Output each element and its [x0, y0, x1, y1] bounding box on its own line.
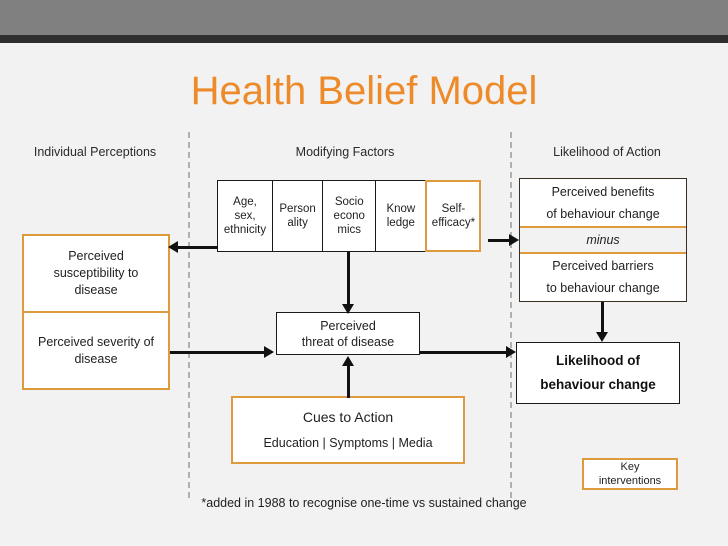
column-heading-modifying-factors: Modifying Factors [295, 145, 395, 159]
outcome-line-2: behaviour change [540, 377, 656, 392]
column-heading-likelihood-of-action: Likelihood of Action [553, 145, 661, 159]
page-title: Health Belief Model [190, 69, 538, 113]
cues-subtitle: Education | Symptoms | Media [263, 436, 433, 450]
box-perceived-benefits[interactable]: Perceived benefits of behaviour change [520, 179, 686, 226]
viewer-top-bar-shadow [0, 35, 728, 43]
benefits-minus-barriers-stack: Perceived benefits of behaviour change m… [519, 178, 687, 302]
benefits-line-1: Perceived benefits [551, 184, 655, 199]
legend-line-2: interventions [598, 475, 662, 487]
benefits-line-2: of behaviour change [546, 206, 660, 221]
outcome-line-1: Likelihood of [556, 353, 640, 368]
barriers-line-2: to behaviour change [546, 281, 660, 296]
legend-line-1: Key [620, 461, 640, 473]
footnote: *added in 1988 to recognise one-time vs … [201, 496, 527, 510]
viewer-top-bar [0, 0, 728, 35]
box-self-efficacy[interactable]: Self-efficacy* [425, 180, 482, 252]
divider-dashed-right [510, 132, 512, 498]
box-cues-to-action[interactable]: Cues to Action Education | Symptoms | Me… [231, 396, 465, 464]
minus-operator: minus [520, 226, 686, 254]
perceptions-stack: Perceived susceptibility to disease Perc… [22, 234, 170, 390]
threat-line-2: threat of disease [301, 334, 395, 349]
cues-title: Cues to Action [302, 409, 394, 425]
threat-line-1: Perceived [320, 318, 376, 333]
column-heading-individual-perceptions: Individual Perceptions [33, 145, 157, 159]
box-knowledge[interactable]: Know ledge [374, 180, 427, 252]
box-perceived-threat[interactable]: Perceived threat of disease [276, 312, 420, 355]
barriers-line-1: Perceived barriers [552, 259, 654, 274]
box-socioeconomics[interactable]: Socio econo mics [322, 180, 377, 252]
divider-dashed-left [188, 132, 190, 498]
box-age-sex-ethnicity[interactable]: Age, sex, ethnicity [217, 180, 273, 252]
box-perceived-susceptibility[interactable]: Perceived susceptibility to disease [53, 249, 139, 297]
box-perceived-severity[interactable]: Perceived severity of disease [24, 311, 168, 388]
box-perceived-barriers[interactable]: Perceived barriers to behaviour change [520, 254, 686, 301]
box-likelihood-of-behaviour-change[interactable]: Likelihood of behaviour change [516, 342, 680, 404]
box-personality[interactable]: Person ality [271, 180, 324, 252]
modifying-factors-row: Age, sex, ethnicity Person ality Socio e… [217, 180, 482, 252]
legend-key-interventions: Key interventions [582, 458, 678, 490]
